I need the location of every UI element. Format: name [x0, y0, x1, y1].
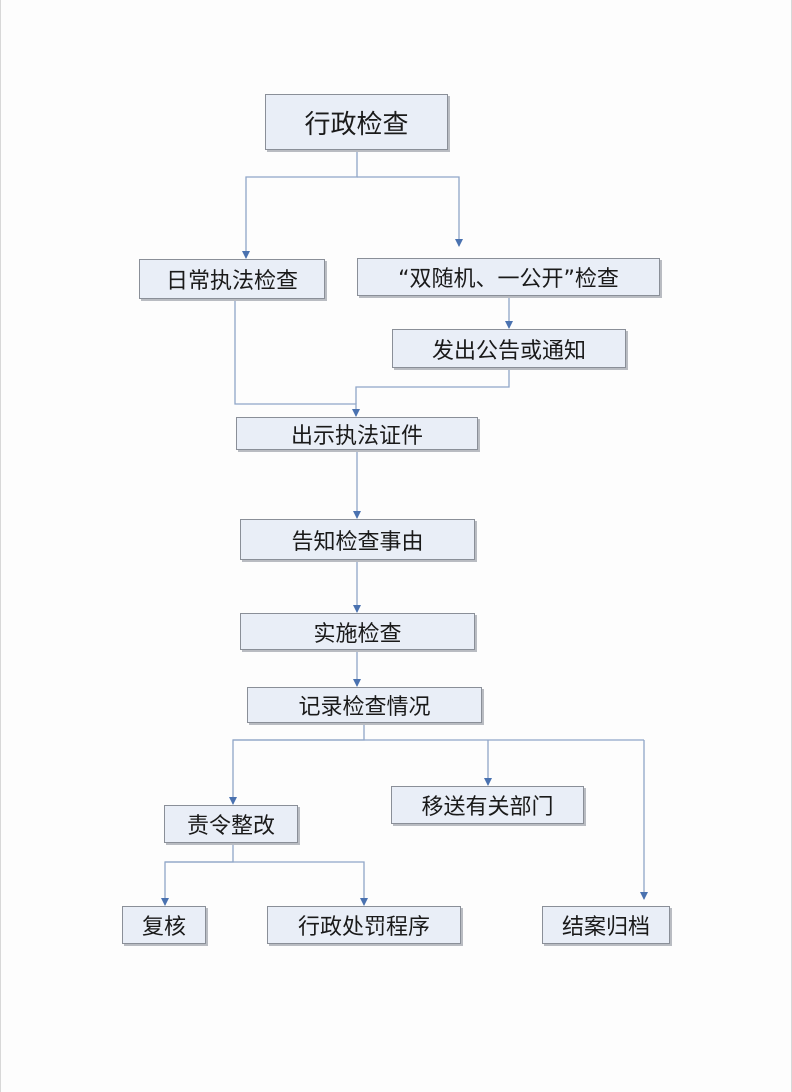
node-transfer-department: 移送有关部门 — [391, 786, 584, 824]
node-penalty-procedure: 行政处罚程序 — [267, 906, 461, 944]
node-routine-inspection: 日常执法检查 — [139, 259, 325, 299]
edge-root-routine — [242, 150, 358, 259]
node-administrative-inspection: 行政检查 — [265, 94, 448, 150]
node-issue-notice: 发出公告或通知 — [392, 329, 626, 368]
edge-rectify-review — [161, 843, 234, 906]
edge-notice-credential — [355, 368, 510, 404]
node-inform-reason: 告知检查事由 — [240, 519, 475, 560]
node-close-archive: 结案归档 — [542, 906, 670, 944]
node-show-credential: 出示执法证件 — [236, 417, 478, 450]
node-implement-inspection: 实施检查 — [240, 613, 475, 650]
edge-routine-credential — [234, 300, 360, 417]
edge-rectify-penalty — [165, 861, 368, 906]
edge-record-rectify — [229, 723, 365, 805]
node-random-inspection: “双随机、一公开”检查 — [357, 258, 660, 296]
node-review: 复核 — [122, 906, 206, 944]
node-order-rectification: 责令整改 — [164, 805, 298, 843]
node-record-inspection: 记录检查情况 — [247, 687, 482, 723]
edge-root-random — [357, 176, 463, 247]
